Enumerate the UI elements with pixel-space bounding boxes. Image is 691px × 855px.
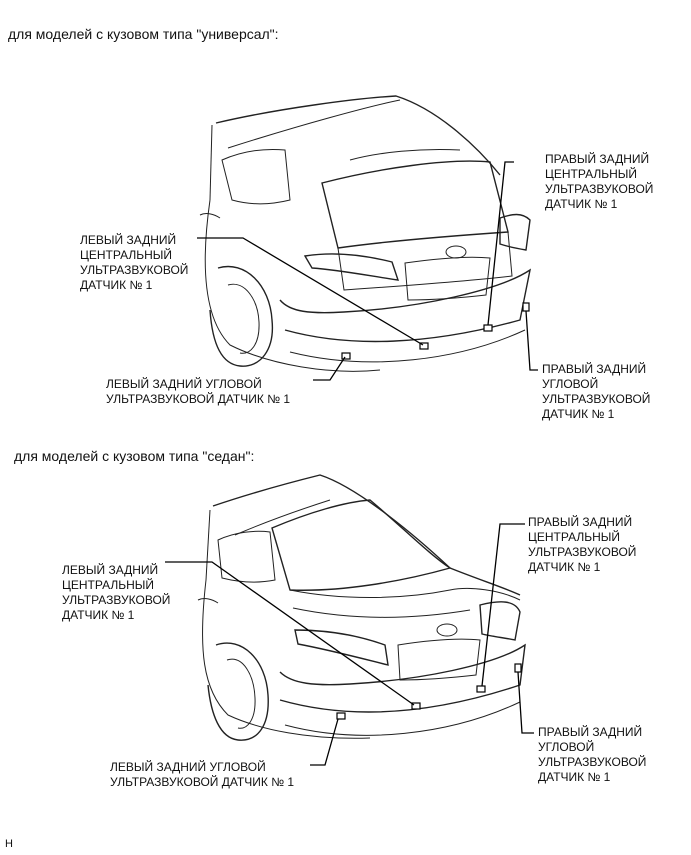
wagon-label-rear-left-corner: ЛЕВЫЙ ЗАДНИЙ УГЛОВОЙ УЛЬТРАЗВУКОВОЙ ДАТЧ…: [106, 377, 291, 406]
wagon-label-rear-left-center: ЛЕВЫЙ ЗАДНИЙ ЦЕНТРАЛЬНЫЙ УЛЬТРАЗВУКОВОЙ …: [80, 233, 189, 292]
sedan-left-center-leader: [165, 561, 415, 706]
sedan-left-center-sensor: [411, 702, 421, 710]
sedan-right-corner-leader: [517, 671, 534, 734]
sedan-label-rear-right-corner: ПРАВЫЙ ЗАДНИЙ УГЛОВОЙ УЛЬТРАЗВУКОВОЙ ДАТ…: [538, 725, 647, 784]
wagon-right-corner-leader: [525, 310, 538, 371]
wagon-label-rear-right-center: ПРАВЫЙ ЗАДНИЙ ЦЕНТРАЛЬНЫЙ УЛЬТРАЗВУКОВОЙ…: [545, 152, 654, 211]
sedan-right-corner-sensor: [514, 663, 522, 673]
wagon-label-rear-right-corner: ПРАВЫЙ ЗАДНИЙ УГЛОВОЙ УЛЬТРАЗВУКОВОЙ ДАТ…: [542, 362, 651, 421]
wagon-right-corner-sensor: [522, 302, 530, 312]
figure-code: H: [5, 838, 13, 850]
wagon-rear-illustration: [197, 95, 538, 381]
wagon-caption: для моделей с кузовом типа "универсал":: [8, 26, 279, 42]
sedan-right-center-leader: [481, 523, 525, 687]
sedan-caption: для моделей с кузовом типа "седан":: [14, 448, 255, 464]
sedan-left-corner-sensor: [336, 712, 346, 720]
wagon-left-corner-leader: [313, 356, 346, 381]
sedan-label-rear-left-corner: ЛЕВЫЙ ЗАДНИЙ УГЛОВОЙ УЛЬТРАЗВУКОВОЙ ДАТЧ…: [110, 760, 295, 789]
wagon-right-center-leader: [487, 161, 514, 326]
wagon-left-center-sensor: [419, 342, 429, 350]
sedan-label-rear-left-center: ЛЕВЫЙ ЗАДНИЙ ЦЕНТРАЛЬНЫЙ УЛЬТРАЗВУКОВОЙ …: [62, 563, 171, 622]
sedan-label-rear-right-center: ПРАВЫЙ ЗАДНИЙ ЦЕНТРАЛЬНЫЙ УЛЬТРАЗВУКОВОЙ…: [528, 515, 637, 574]
wagon-left-corner-sensor: [341, 352, 351, 360]
wagon-left-center-leader: [197, 237, 424, 346]
sedan-right-center-sensor: [476, 685, 486, 693]
sedan-rear-illustration: [165, 474, 534, 766]
wagon-right-center-sensor: [483, 324, 493, 332]
sedan-left-corner-leader: [310, 718, 339, 766]
